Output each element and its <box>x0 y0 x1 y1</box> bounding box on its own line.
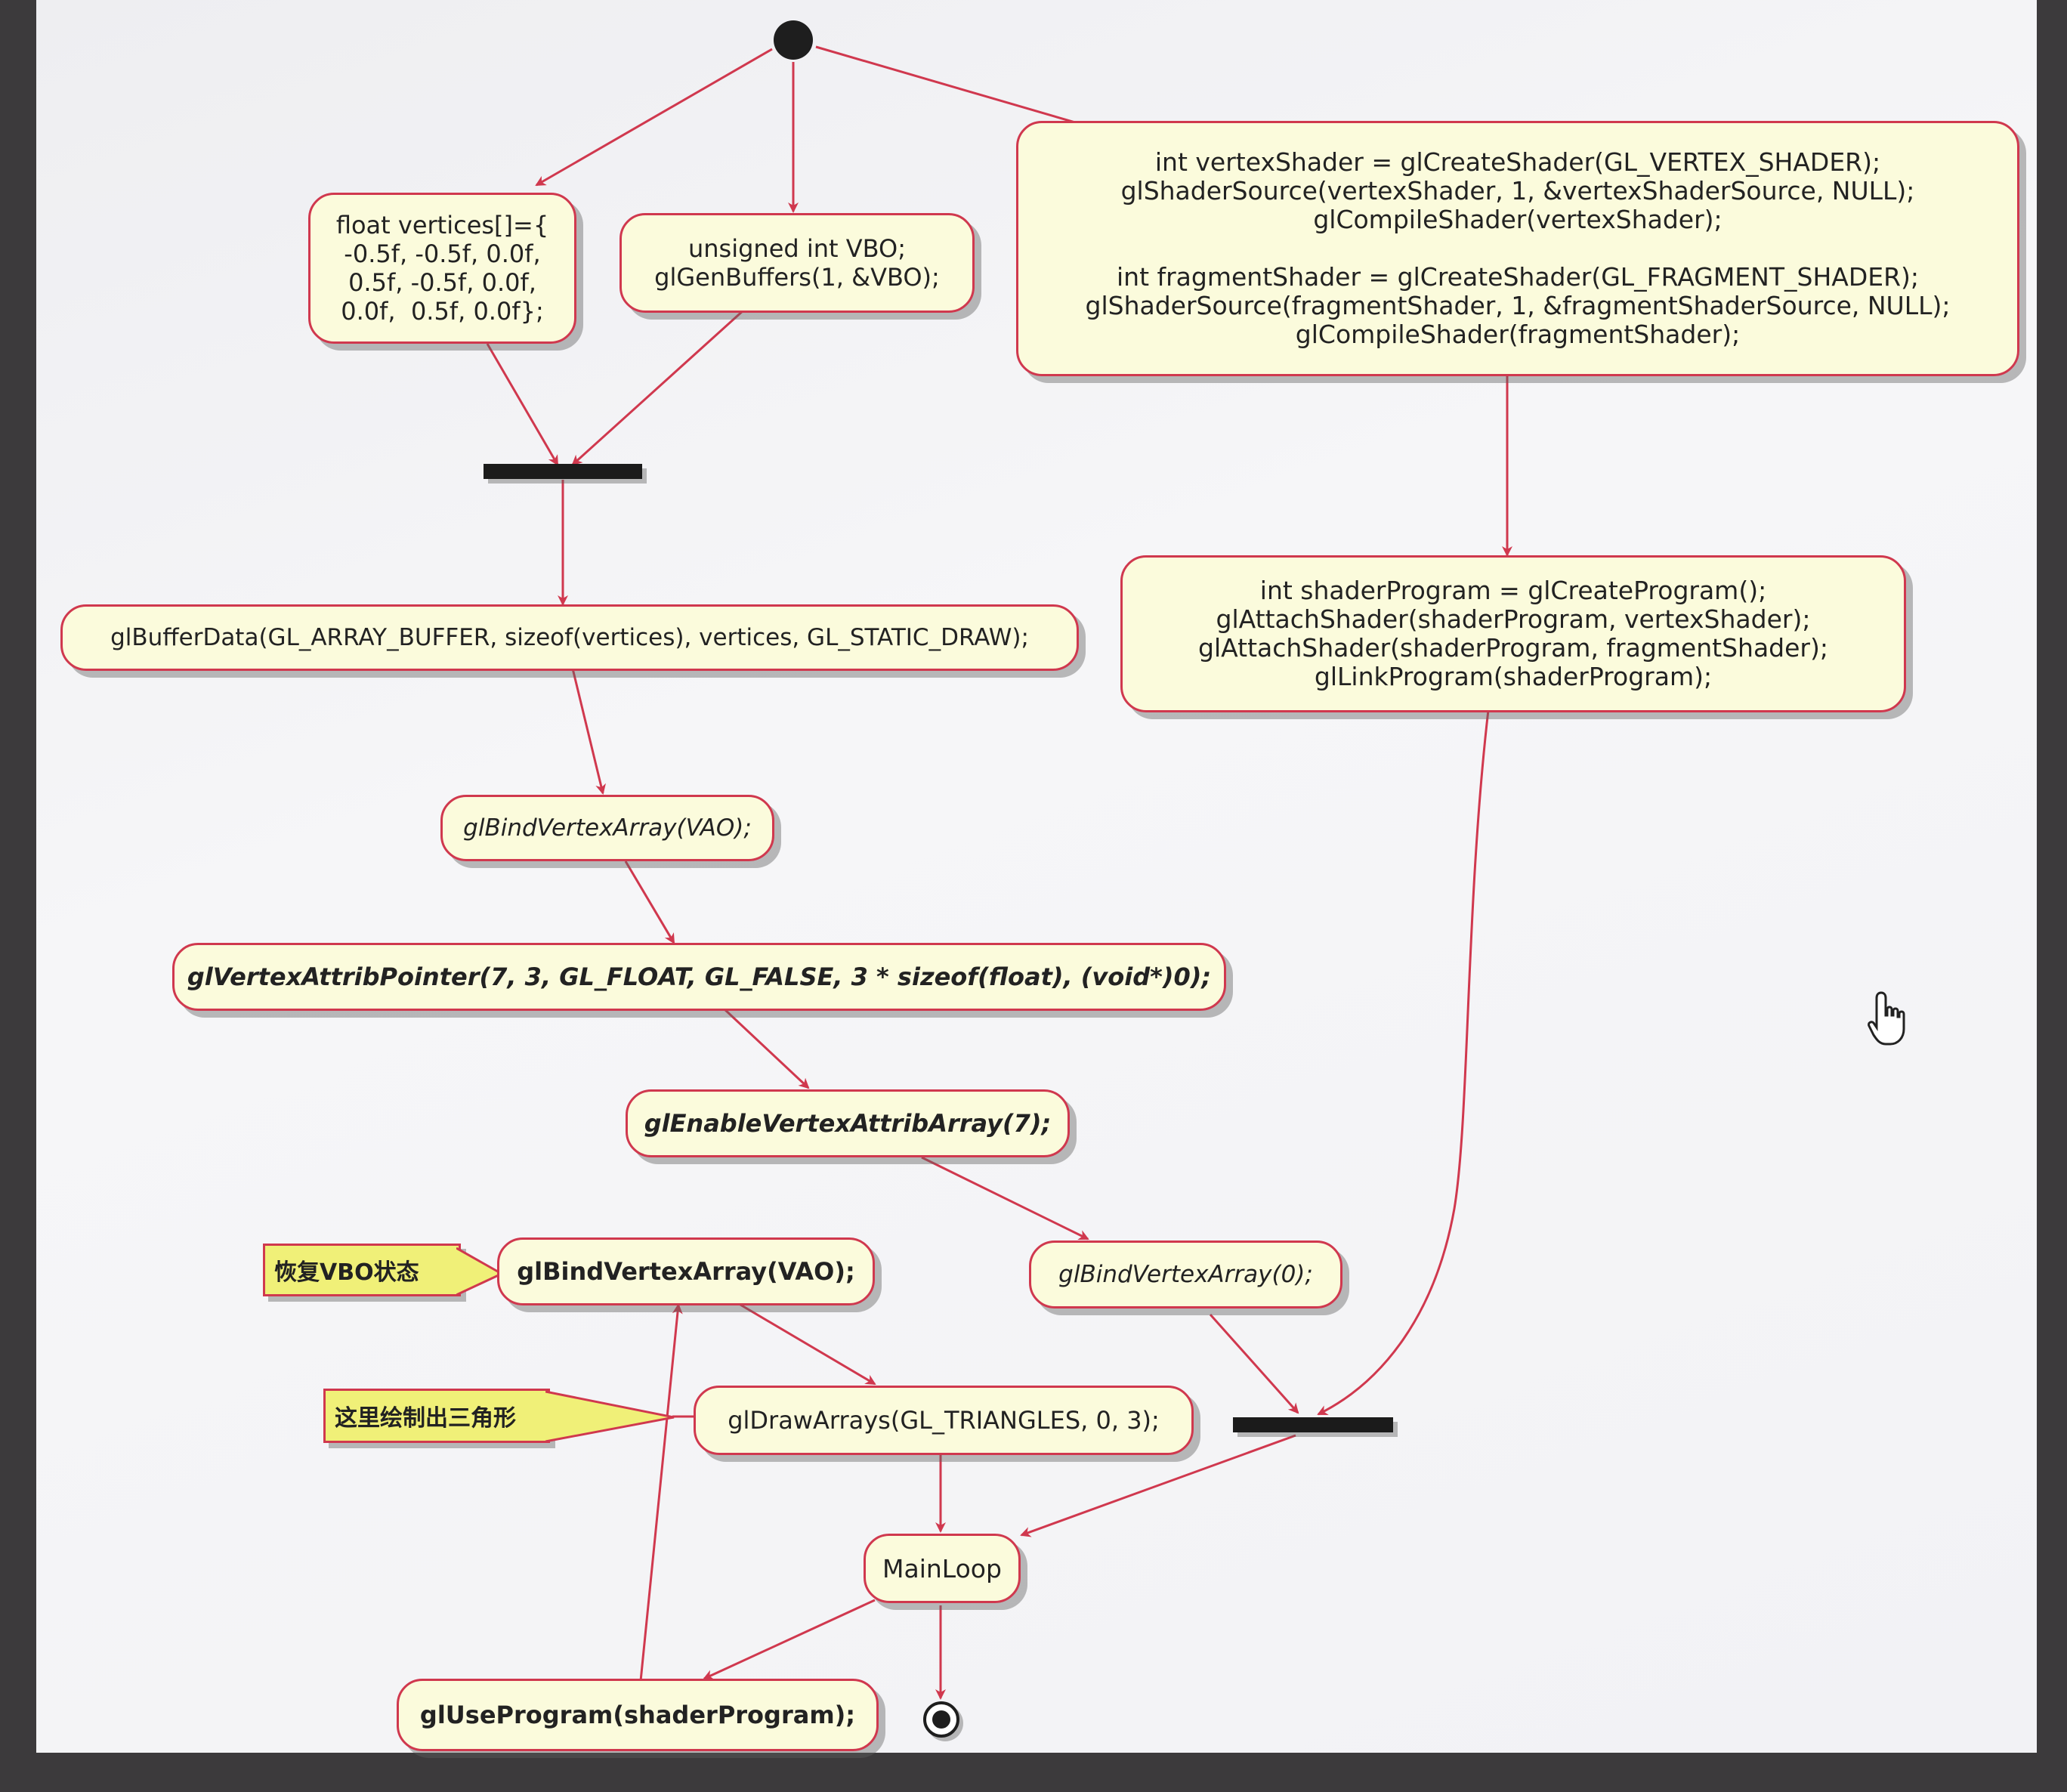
node-vertex-attrib-pointer-text: glVertexAttribPointer(7, 3, GL_FLOAT, GL… <box>187 962 1212 991</box>
start-node <box>774 20 813 60</box>
node-bind-vao-0-text: glBindVertexArray(0); <box>1058 1260 1313 1288</box>
node-vbo-declaration[interactable]: unsigned int VBO; glGenBuffers(1, &VBO); <box>619 213 975 313</box>
node-link-program-text: int shaderProgram = glCreateProgram(); g… <box>1198 576 1828 691</box>
node-bind-vao-1-text: glBindVertexArray(VAO); <box>463 814 752 842</box>
node-vbo-text: unsigned int VBO; glGenBuffers(1, &VBO); <box>654 234 940 292</box>
edge-bufferdata-bindvao1 <box>571 668 606 795</box>
edge-start-shaders <box>815 45 1118 137</box>
note-restore-vbo-pointer <box>456 1247 503 1296</box>
edge-enable-bindvao0 <box>921 1156 1089 1240</box>
note-restore-vbo-text: 恢复VBO状态 <box>274 1259 419 1286</box>
node-bind-vao-0[interactable]: glBindVertexArray(0); <box>1029 1240 1342 1308</box>
node-shader-compile-text: int vertexShader = glCreateShader(GL_VER… <box>1085 147 1951 349</box>
node-bind-vao-2[interactable]: glBindVertexArray(VAO); <box>497 1237 875 1305</box>
join-bar <box>1233 1417 1393 1432</box>
node-draw-arrays[interactable]: glDrawArrays(GL_TRIANGLES, 0, 3); <box>694 1386 1194 1455</box>
note-draw-triangle: 这里绘制出三角形 <box>323 1389 550 1443</box>
edge-program-join <box>1317 709 1490 1416</box>
node-shader-compile[interactable]: int vertexShader = glCreateShader(GL_VER… <box>1016 121 2019 376</box>
node-main-loop[interactable]: MainLoop <box>864 1534 1021 1603</box>
node-main-loop-text: MainLoop <box>882 1553 1002 1583</box>
edge-start-vertices <box>535 48 773 187</box>
note-restore-vbo: 恢复VBO状态 <box>263 1244 461 1296</box>
edge-bindvao0-join <box>1209 1314 1299 1414</box>
node-vertices-text: float vertices[]={ -0.5f, -0.5f, 0.0f, 0… <box>335 211 549 326</box>
node-bind-vao-2-text: glBindVertexArray(VAO); <box>517 1256 855 1286</box>
edge-attrib-enable <box>722 1007 810 1089</box>
edge-bindvao1-attrib <box>624 860 675 944</box>
end-node <box>923 1701 959 1738</box>
node-use-program[interactable]: glUseProgram(shaderProgram); <box>397 1679 879 1751</box>
node-bind-vao-1[interactable]: glBindVertexArray(VAO); <box>440 795 774 861</box>
node-vertices-declaration[interactable]: float vertices[]={ -0.5f, -0.5f, 0.0f, 0… <box>308 193 576 344</box>
node-enable-attrib[interactable]: glEnableVertexAttribArray(7); <box>626 1089 1070 1157</box>
edge-join-mainloop <box>1020 1434 1296 1537</box>
note-draw-triangle-pointer <box>545 1390 675 1443</box>
node-buffer-data-text: glBufferData(GL_ARRAY_BUFFER, sizeof(ver… <box>110 623 1029 651</box>
node-buffer-data[interactable]: glBufferData(GL_ARRAY_BUFFER, sizeof(ver… <box>60 604 1079 671</box>
hand-pointer-cursor-icon <box>1868 991 1905 1046</box>
edge-vbo-fork <box>571 308 746 466</box>
node-enable-attrib-text: glEnableVertexAttribArray(7); <box>644 1108 1052 1138</box>
node-use-program-text: glUseProgram(shaderProgram); <box>419 1700 856 1729</box>
edge-bindvao2-draw <box>740 1303 876 1386</box>
node-draw-arrays-text: glDrawArrays(GL_TRIANGLES, 0, 3); <box>728 1405 1160 1435</box>
edge-mainloop-useprogram <box>703 1599 876 1680</box>
edge-vertices-fork <box>486 343 559 466</box>
fork-bar <box>484 464 642 479</box>
node-link-program[interactable]: int shaderProgram = glCreateProgram(); g… <box>1120 555 1906 712</box>
node-vertex-attrib-pointer[interactable]: glVertexAttribPointer(7, 3, GL_FLOAT, GL… <box>172 943 1226 1011</box>
note-draw-triangle-text: 这里绘制出三角形 <box>335 1405 516 1432</box>
edge-useprogram-bindvao2 <box>639 1303 683 1682</box>
